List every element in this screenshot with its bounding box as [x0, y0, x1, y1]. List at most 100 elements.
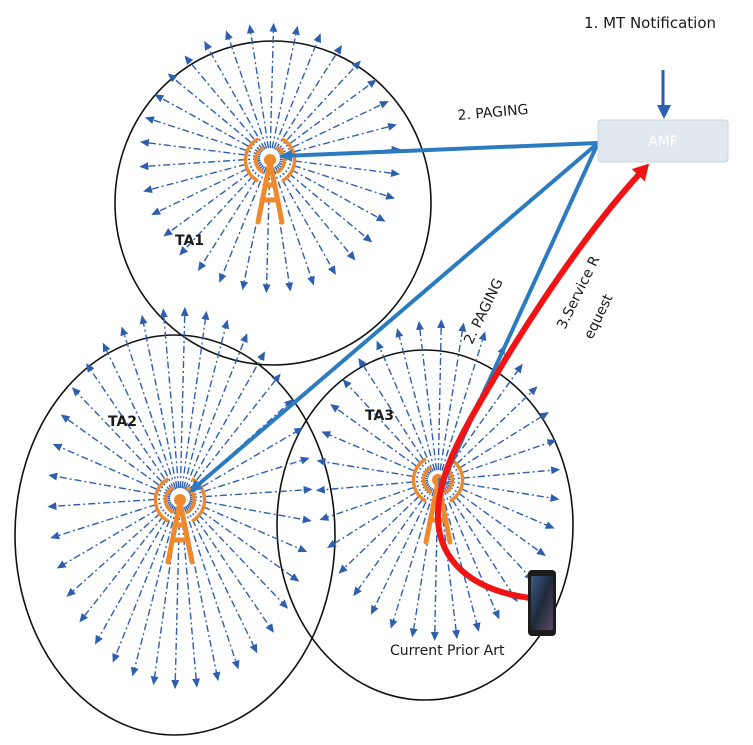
beam-arrow: [430, 489, 439, 642]
beam-arrow: [444, 363, 523, 474]
beam-arrow: [246, 24, 270, 149]
beam-arrow: [225, 30, 268, 149]
beam-arrow: [276, 60, 361, 152]
paging-label-top: 2. PAGING: [457, 102, 529, 124]
beam-arrow: [52, 443, 171, 496]
beam-arrow: [184, 333, 248, 490]
beam-arrow: [447, 466, 561, 481]
beam-arrow: [315, 479, 429, 494]
beam-arrow: [60, 414, 172, 495]
beam-arrow: [278, 162, 386, 222]
beam-arrow: [447, 439, 557, 479]
beam-arrow: [151, 161, 262, 215]
beam-arrow: [389, 489, 435, 629]
beam-arrow: [71, 387, 173, 493]
beam-arrow: [370, 488, 434, 615]
beam-arrow: [376, 340, 434, 472]
beam-arrow: [187, 503, 289, 609]
beam-arrow: [189, 485, 313, 499]
beam-arrow: [409, 489, 437, 638]
beam-arrow: [185, 351, 266, 491]
beam-arrow: [198, 165, 266, 272]
beam-arrow: [154, 94, 262, 154]
beam-arrow: [321, 431, 429, 478]
caption-label: Current Prior Art: [390, 643, 505, 659]
beam-arrow: [269, 22, 278, 149]
beam-arrow: [189, 498, 312, 524]
beam-arrow: [274, 44, 342, 151]
beam-group-ta1: [139, 22, 401, 294]
beam-arrow: [139, 138, 261, 158]
beam-arrow: [86, 363, 174, 492]
beam-arrow: [274, 166, 336, 275]
beam-arrow: [79, 504, 173, 623]
beam-arrow: [163, 163, 263, 237]
beam-arrow: [440, 489, 481, 632]
beam-arrow: [182, 319, 230, 489]
beam-arrow: [279, 158, 401, 178]
beam-arrow: [50, 499, 171, 540]
cell-ta1: [114, 40, 432, 366]
beam-arrow: [189, 500, 308, 553]
beam-arrow: [447, 482, 555, 529]
service-request-arrow: [434, 163, 650, 601]
beam-arrow: [443, 487, 518, 603]
beam-arrow: [188, 501, 300, 582]
beam-arrow: [445, 485, 534, 581]
beam-arrow: [184, 55, 265, 151]
beam-arrow: [338, 485, 431, 574]
beam-arrow: [279, 160, 395, 200]
beam-arrow: [204, 41, 266, 150]
beam-arrow: [112, 506, 176, 663]
beam-arrow: [316, 458, 429, 480]
beam-arrow: [446, 411, 549, 477]
beam-arrow: [47, 497, 171, 511]
beam-arrow: [447, 480, 560, 502]
beam-arrow: [139, 314, 178, 489]
beam-arrow: [438, 489, 461, 640]
ta2-label: TA2: [108, 414, 137, 430]
beam-arrow: [439, 322, 467, 471]
beam-arrow: [102, 342, 175, 491]
beam-arrow: [66, 502, 172, 597]
beam-arrow: [183, 506, 240, 670]
smartphone-icon: [528, 570, 556, 636]
beam-arrow: [441, 331, 487, 471]
beam-arrow: [179, 164, 264, 256]
beam-arrow: [187, 373, 281, 492]
beam-arrow: [159, 308, 180, 489]
cell-tower-icon: [153, 477, 207, 565]
beam-arrow: [415, 320, 438, 471]
beam-arrow: [186, 504, 274, 633]
cell-ta2: [14, 334, 336, 736]
beam-arrow: [120, 326, 177, 490]
mt-notification-label: 1. MT Notification: [584, 14, 716, 32]
beam-arrow: [130, 507, 178, 677]
amf-label: AMF: [648, 134, 678, 150]
paging-arrow-ta2: [188, 141, 600, 493]
beam-arrow: [143, 159, 261, 194]
beam-arrow: [278, 101, 389, 155]
beam-arrow: [94, 505, 175, 645]
beam-arrow: [185, 505, 258, 654]
beam-arrow: [437, 318, 446, 471]
beam-arrow: [353, 486, 432, 597]
amf-node: AMF: [597, 119, 729, 163]
beam-arrow: [277, 79, 377, 153]
beam-arrow: [277, 163, 373, 243]
cell-tower-icon: [243, 137, 297, 225]
beam-arrow: [188, 399, 294, 494]
paging-arrow-ta1: [279, 141, 599, 162]
beam-arrow: [182, 507, 221, 682]
beam-arrow: [139, 157, 261, 171]
service-request-label-line2: equest: [581, 291, 617, 341]
beam-arrow: [273, 33, 321, 150]
beam-arrow: [272, 167, 315, 286]
beam-arrow: [395, 328, 436, 471]
beam-arrow: [271, 25, 300, 149]
beam-arrow: [330, 404, 430, 476]
cell-ta3: [276, 349, 574, 701]
beam-arrow: [56, 501, 172, 569]
ta3-label: TA3: [365, 408, 394, 424]
